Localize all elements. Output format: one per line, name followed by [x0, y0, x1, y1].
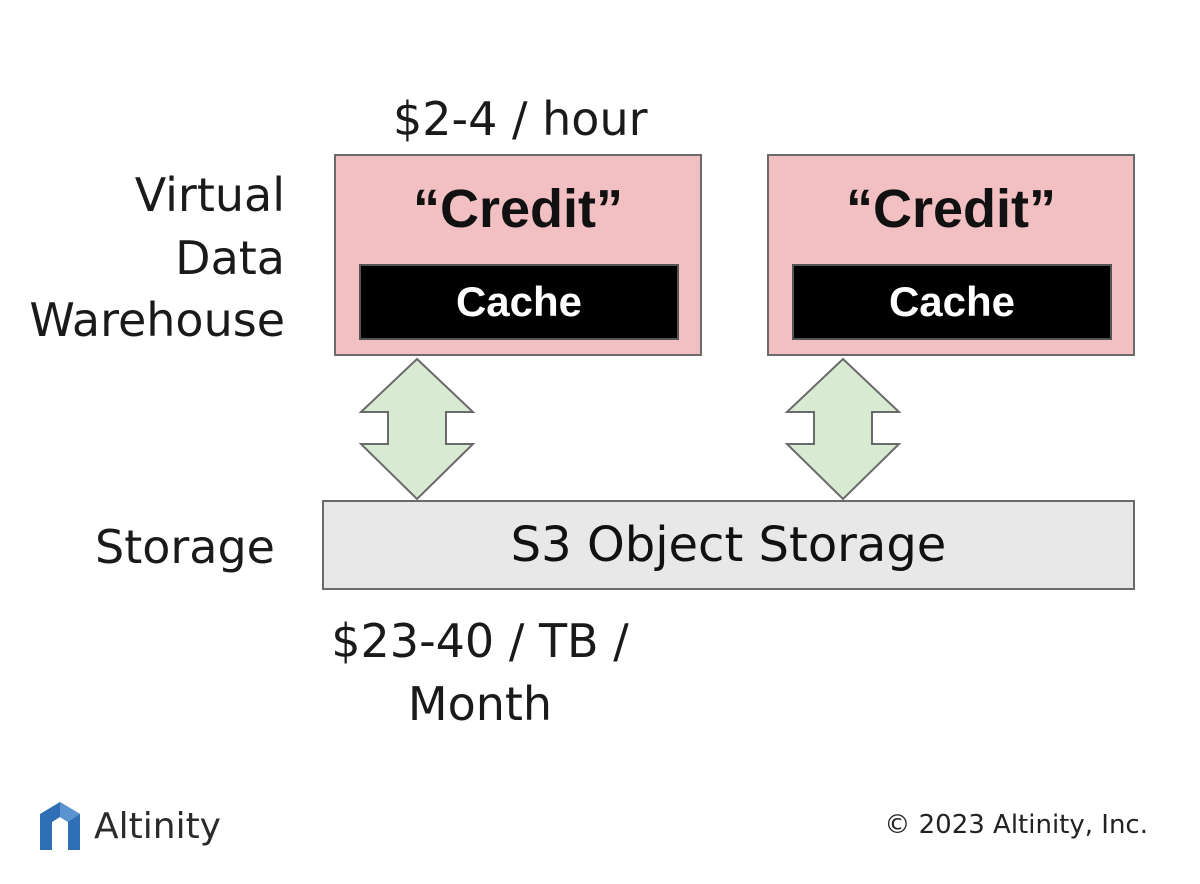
double-arrow-icon-2: [784, 357, 902, 501]
vdw-label-line-1: Virtual: [134, 168, 285, 222]
storage-price: $23-40 / TB / Month: [330, 610, 630, 735]
double-arrow-icon-1: [358, 357, 476, 501]
virtual-data-warehouse-label: Virtual Data Warehouse: [0, 164, 285, 352]
storage-price-line-2: Month: [407, 676, 553, 731]
cache-box: Cache: [359, 264, 679, 340]
warehouse-box-1: “Credit” Cache: [334, 154, 702, 356]
vdw-label-line-2: Data: [175, 230, 285, 285]
vdw-label-line-3: Warehouse: [29, 293, 285, 348]
storage-label: Storage: [95, 520, 275, 574]
compute-price: $2-4 / hour: [393, 92, 648, 146]
copyright-text: © 2023 Altinity, Inc.: [884, 810, 1148, 840]
credit-label: “Credit”: [412, 179, 623, 239]
altinity-logo-icon: [40, 802, 80, 850]
s3-object-storage-box: S3 Object Storage: [322, 500, 1135, 590]
storage-price-line-1: $23-40 / TB /: [331, 614, 629, 668]
warehouse-box-2: “Credit” Cache: [767, 154, 1135, 356]
cache-box: Cache: [792, 264, 1112, 340]
logo-text: Altinity: [94, 805, 221, 847]
altinity-logo: Altinity: [38, 800, 221, 852]
credit-label: “Credit”: [845, 179, 1056, 239]
